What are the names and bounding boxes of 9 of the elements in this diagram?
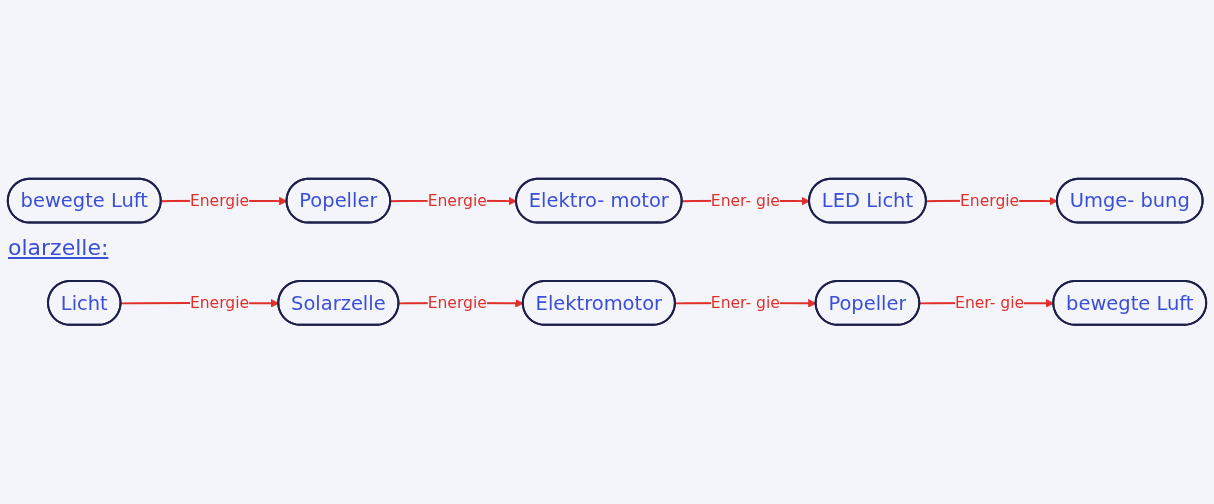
- edge-label: Energie: [427, 191, 487, 210]
- edge-label: Energie: [189, 293, 250, 312]
- edge-label: Ener- gie: [710, 293, 780, 312]
- edge-label: Ener- gie: [710, 191, 780, 210]
- edge-label: Ener- gie: [955, 293, 1025, 312]
- heading-text: olarzelle:: [8, 235, 109, 260]
- edge-label: Energie: [427, 293, 487, 312]
- edge-label: Energie: [959, 191, 1020, 210]
- edge-label: Energie: [189, 191, 250, 210]
